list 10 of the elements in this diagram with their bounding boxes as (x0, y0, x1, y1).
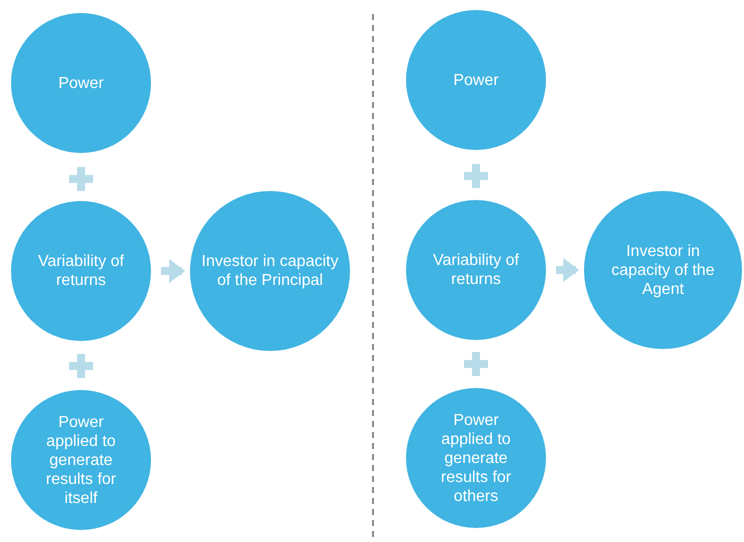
node-label: Investor in capacity of the Principal (200, 252, 340, 290)
node-label: Power (453, 70, 499, 90)
node-label: Power applied to generate results for itself (44, 412, 118, 508)
node-label: Variability of returns (432, 251, 520, 289)
node-label: Investor in capacity of the Agent (610, 242, 716, 298)
arrow (556, 258, 580, 282)
node-label: Variability of returns (37, 252, 125, 290)
arrow (161, 259, 186, 283)
node-label: Power applied to generate results for others (440, 410, 512, 506)
node-label: Power (58, 74, 104, 92)
